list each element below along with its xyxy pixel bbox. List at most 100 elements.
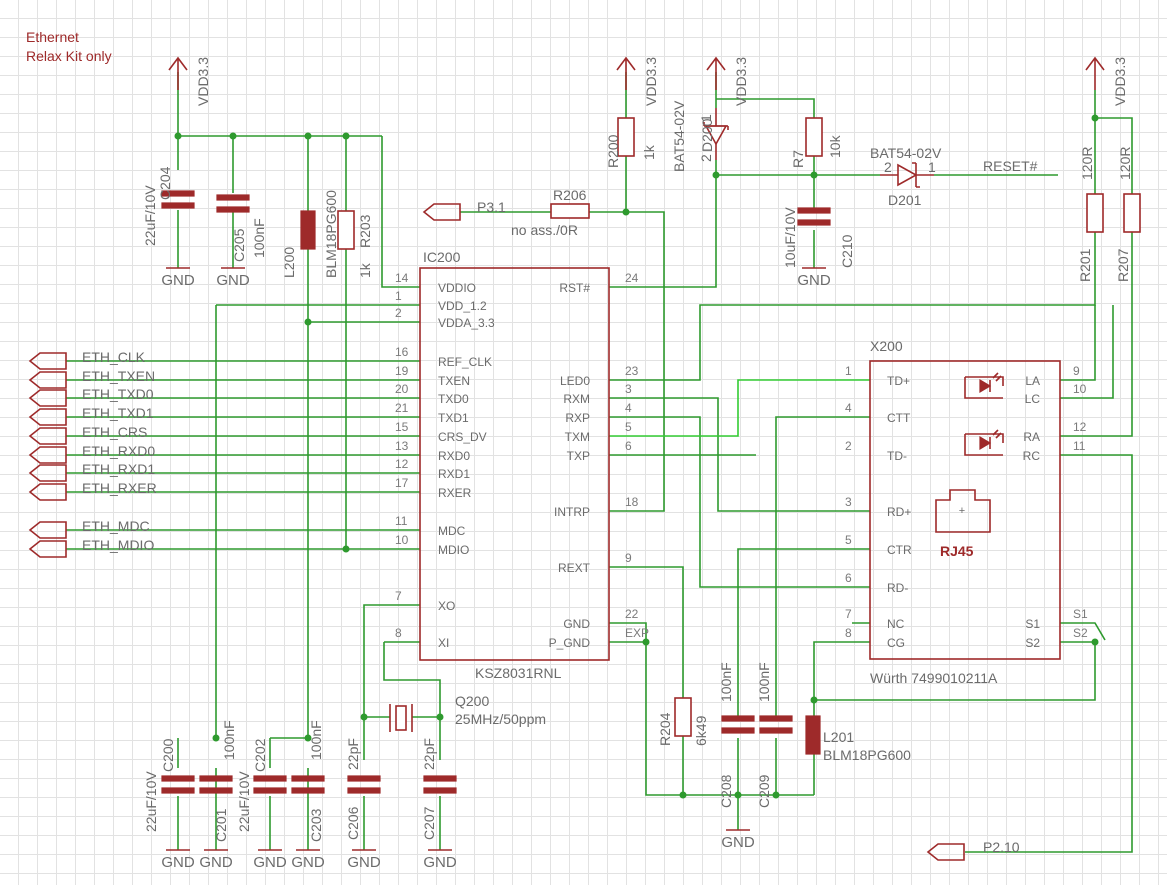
label-c203-value: 100nF (308, 720, 324, 760)
x200-pin-name: S1 (1025, 617, 1040, 631)
eth-net-labels: ETH_CLKETH_TXENETH_TXD0ETH_TXD1ETH_CRSET… (82, 349, 157, 553)
junction-dot (679, 791, 687, 799)
ic200-pin-name: MDIO (438, 543, 469, 557)
label-d200-pin2: 2 (698, 154, 714, 162)
x200-pin-name: NC (887, 617, 905, 631)
label-c206-ref: C206 (345, 806, 361, 840)
label-r201-ref: R201 (1077, 248, 1093, 282)
ic200-body (419, 267, 610, 661)
x200-pin-number: 9 (1073, 364, 1080, 378)
ic200-pin-name: RXM (563, 392, 590, 406)
eth-net-flag-2 (28, 389, 67, 407)
capacitor-c208 (721, 715, 755, 734)
capacitor-c200 (161, 775, 195, 794)
vdd-arrow-icon: VDD3.3 (616, 56, 659, 106)
resistor-r203 (337, 210, 355, 250)
label-c207-value: 22pF (421, 738, 437, 770)
ic200-pin-name: GND (563, 617, 590, 631)
vdd-label: VDD3.3 (195, 57, 211, 106)
capacitor-c206 (347, 775, 381, 794)
eth-net-flag-4 (28, 427, 67, 445)
ic200-pin-name: XO (438, 599, 455, 613)
label-d201-pin1: 1 (928, 159, 936, 175)
label-l201-ref: L201 (823, 729, 854, 745)
gnd-symbol: GND (721, 829, 755, 851)
label-d200-ref: D200 (699, 118, 715, 152)
vdd-arrow-icon: VDD3.3 (706, 56, 749, 106)
vdd-label: VDD3.3 (733, 57, 749, 106)
ic200-pin-name: P_GND (549, 636, 591, 650)
ic200-left-pins: 14VDDIO1VDD_1.22VDDA_3.316REF_CLK19TXEN2… (395, 271, 495, 650)
net-label-p2-10: P2.10 (983, 839, 1020, 855)
x200-pin-number: 4 (845, 401, 852, 415)
eth-net-label: ETH_MDIO (82, 537, 154, 553)
capacitor-c201 (199, 775, 233, 794)
net-flags (28, 203, 965, 861)
capacitor-c202 (253, 775, 287, 794)
ic200-pin-number: 4 (625, 401, 632, 415)
gnd-label: GND (253, 854, 287, 871)
rj45-jack-icon (935, 489, 991, 533)
x200-pin-number: 12 (1073, 420, 1087, 434)
label-d201-ref: D201 (888, 192, 922, 208)
gnd-symbol: GND (291, 849, 325, 871)
ic200-pin-number: 12 (395, 457, 409, 471)
label-c210-ref: C210 (839, 234, 855, 268)
junction-dot (304, 734, 312, 742)
junction-dot (622, 208, 630, 216)
label-c209-ref: C209 (756, 774, 772, 808)
gnd-label: GND (216, 272, 250, 289)
x200-pin-number: 11 (1073, 439, 1086, 453)
x200-pin-name: TD+ (887, 374, 910, 388)
label-l201-value: BLM18PG600 (823, 747, 911, 763)
ic200-pin-number: 13 (395, 439, 409, 453)
ic200-pin-name: REXT (558, 561, 591, 575)
label-d201-pin2: 2 (884, 159, 892, 175)
x200-pin-number: 10 (1073, 382, 1087, 396)
wire-txm-tdplus (609, 379, 870, 437)
junction-dot (772, 791, 780, 799)
net-flag-p2-10 (926, 843, 965, 861)
ic200-pin-name: MDC (438, 524, 466, 538)
diode-d200 (703, 108, 729, 160)
junction-dot (712, 171, 720, 179)
x200-pin-number: 5 (845, 533, 852, 547)
label-c207-ref: C207 (421, 806, 437, 840)
resistor-r201 (1086, 193, 1104, 233)
x200-pin-name: RD- (887, 581, 908, 595)
label-q200-ref: Q200 (455, 693, 489, 709)
ic200-pin-number: 23 (625, 364, 639, 378)
diode-d201 (880, 162, 934, 188)
gnd-symbol: GND (347, 849, 381, 871)
junction-dot (1091, 114, 1099, 122)
label-d201-value: BAT54-02V (870, 145, 942, 161)
ic200-pin-number: 2 (395, 306, 402, 320)
rj45-origin: + (959, 505, 965, 517)
label-q200-value: 25MHz/50ppm (455, 711, 546, 727)
label-c205-ref: C205 (231, 228, 247, 262)
ic200-pin-number: 20 (395, 382, 409, 396)
note-line-1: Ethernet (26, 29, 79, 45)
label-c200-ref: C200 (160, 738, 176, 772)
eth-net-flag-7 (28, 483, 67, 501)
label-c201-value: 100nF (221, 720, 237, 760)
x200-pin-name: RD+ (887, 505, 911, 519)
x200-pin-number: 7 (845, 607, 852, 621)
capacitor-c207 (423, 775, 457, 794)
resistor-r204 (674, 697, 692, 737)
label-c208-value: 100nF (718, 662, 734, 702)
highlighted-net (609, 379, 870, 437)
label-r203-value: 1k (357, 262, 373, 278)
capacitor-c209 (759, 715, 793, 734)
gnd-symbol: GND (253, 849, 287, 871)
x200-body (869, 360, 1061, 660)
capacitor-c203 (291, 775, 325, 794)
ic200-pin-name: RXD0 (438, 449, 470, 463)
x200-pin-name: CTR (887, 543, 912, 557)
label-c201-ref: C201 (213, 808, 229, 842)
eth-net-flag-5 (28, 446, 67, 464)
x200-pin-number: S2 (1073, 626, 1088, 640)
label-c204-value: 22uF/10V (142, 185, 158, 246)
x200-pin-number: 3 (845, 495, 852, 509)
